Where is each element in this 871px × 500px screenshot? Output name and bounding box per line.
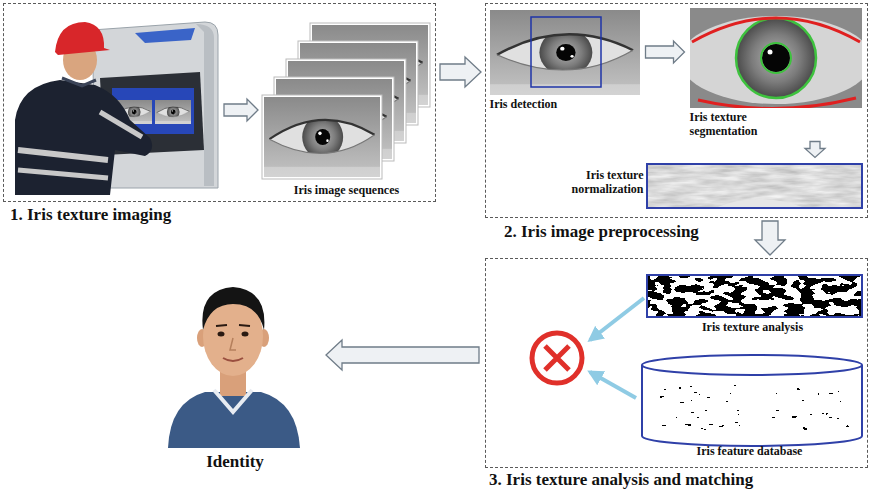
step-label: Identity: [150, 452, 320, 472]
iris-boundary: [736, 18, 816, 98]
database-cylinder: [642, 355, 862, 446]
eye: [242, 332, 249, 337]
collar: [62, 78, 96, 86]
stage-panel: 2. Iris image preprocessingIris detectio…: [485, 3, 868, 218]
scanner-accent: [135, 28, 195, 43]
hollow-arrow: [326, 340, 479, 370]
stage-panel: 1. Iris texture imagingIris image sequen…: [3, 3, 436, 202]
step-label: Iris texture analysis: [642, 320, 864, 334]
image-step: Iris detection: [488, 8, 643, 120]
step-label: Iris texture normalization: [558, 168, 644, 196]
reflective-stripe: [100, 112, 142, 137]
operator-body: [15, 80, 152, 195]
cylinder-body: [642, 365, 862, 446]
cylinder-top: [642, 355, 862, 375]
hollow-arrow: [805, 142, 825, 158]
detection-box: [531, 17, 601, 87]
image-group: Iris image sequences: [258, 18, 436, 200]
eye-image: [490, 10, 640, 95]
portrait: [168, 287, 300, 448]
highlight: [768, 50, 773, 55]
hair: [202, 287, 264, 330]
hollow-arrow: [646, 41, 685, 63]
image-frame: [262, 95, 382, 179]
compare-arrow: [590, 298, 644, 340]
collar: [214, 390, 252, 412]
pupil-boundary: [761, 43, 791, 73]
reflective-stripe: [18, 170, 108, 178]
stage-caption: 2. Iris image preprocessing: [504, 222, 764, 242]
database-step: Iris feature database: [636, 352, 864, 466]
hollow-arrow: [755, 221, 785, 255]
segmentation-image: [690, 8, 862, 108]
identity-result: Identity: [150, 270, 320, 475]
stage-panel: 3. Iris texture analysis and matchingIri…: [485, 258, 868, 468]
reflective-stripe: [18, 150, 108, 160]
image-stack: [262, 23, 430, 179]
shirt: [168, 392, 300, 448]
iris: [736, 18, 816, 98]
match-circle: [532, 333, 582, 383]
nose: [230, 338, 236, 350]
stored-code: [660, 384, 740, 404]
eye-image: [264, 97, 380, 177]
hollow-arrow: [440, 57, 481, 87]
image-step: Iris texture segmentation: [688, 6, 864, 140]
stored-code: [660, 410, 740, 430]
eyelid-boundary: [692, 18, 860, 42]
step-label: Iris image sequences: [258, 183, 436, 197]
detection-image: [490, 10, 640, 95]
step-label: Iris detection: [490, 97, 640, 111]
hard-hat: [55, 22, 110, 55]
eyebrow: [216, 325, 250, 326]
image-step: Iris texture analysis: [642, 272, 864, 338]
screen-eye: [155, 100, 191, 124]
stored-code: [772, 384, 852, 404]
compare-arrow: [590, 372, 636, 398]
flow-arrow: [224, 99, 258, 121]
eyelid-boundary: [698, 98, 856, 108]
image-step: Iris texture normalization: [558, 160, 864, 214]
stored-code: [772, 410, 852, 430]
strip-border: [647, 164, 862, 208]
match-symbol: [532, 333, 582, 383]
operator: [15, 22, 152, 195]
stage-caption: 3. Iris texture analysis and matching: [489, 470, 859, 490]
match-cross: [545, 346, 569, 370]
sclera: [690, 16, 862, 104]
code-border: [647, 275, 862, 317]
step-label: Iris feature database: [636, 444, 864, 458]
mouth: [223, 358, 243, 361]
step-label: Iris texture segmentation: [690, 110, 790, 138]
stage-caption: 1. Iris texture imaging: [10, 205, 430, 225]
pupil: [762, 44, 790, 72]
iris-code: [647, 275, 862, 317]
texture: [647, 164, 862, 208]
eye: [218, 332, 225, 337]
eyelid-region: [715, 199, 805, 208]
binary-code: [647, 275, 862, 317]
normalized-strip: [647, 164, 862, 208]
